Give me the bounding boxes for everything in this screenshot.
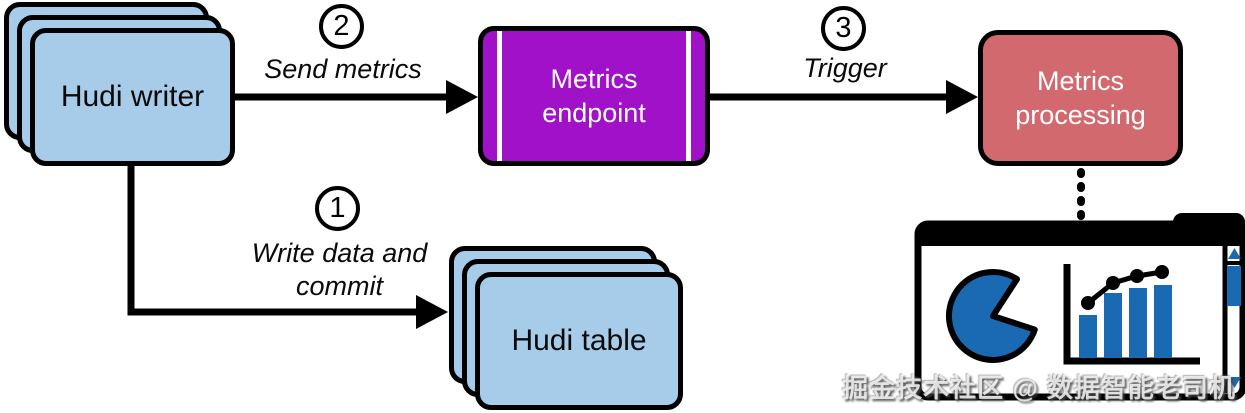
scroll-down-icon: [1228, 377, 1241, 388]
trend-dot: [1155, 265, 1169, 279]
scrollbar-thumb: [1227, 266, 1241, 306]
step-2-label: Send metrics: [264, 54, 422, 84]
step-3-badge: 3: [821, 6, 866, 51]
node-label: Metrics processing: [1015, 66, 1146, 130]
node-label: Metrics endpoint: [542, 64, 646, 128]
arrow-elbow-line: [127, 164, 420, 316]
queue-stripe-icon: [686, 31, 691, 161]
watermark-text: 掘金技术社区 @ 数据智能老司机: [842, 373, 1236, 403]
bar-3: [1129, 288, 1147, 358]
step-3-label: Trigger: [803, 53, 887, 83]
scroll-up-icon: [1228, 248, 1241, 259]
node-label: Hudi table: [511, 324, 647, 357]
node-hudi-table: Hudi table: [475, 272, 683, 410]
bar-chart-axes: [1063, 264, 1200, 365]
arrow-send-metrics: [235, 80, 478, 114]
window-title-bar: [918, 224, 1243, 246]
step-number: 2: [333, 10, 350, 42]
arrow-write-commit: [127, 164, 448, 329]
trend-dot: [1130, 269, 1144, 283]
trend-dot: [1106, 276, 1120, 290]
step-2-badge: 2: [319, 4, 364, 49]
trend-dot: [1081, 296, 1095, 310]
bar-1: [1079, 315, 1097, 358]
bar-4: [1154, 285, 1172, 358]
step-number: 1: [329, 192, 346, 224]
queue-stripe-icon: [497, 31, 502, 161]
pie-chart-icon: [945, 269, 1038, 363]
step-1-badge: 1: [315, 186, 360, 231]
arrowhead-icon: [946, 80, 978, 114]
node-metrics-processing: Metrics processing: [978, 30, 1183, 166]
arrow-trigger: [710, 80, 978, 114]
dashboard-illustration: [914, 213, 1245, 401]
node-label: Hudi writer: [60, 80, 205, 113]
bar-2: [1104, 293, 1122, 358]
step-1-label: Write data and commit: [251, 238, 428, 301]
node-metrics-endpoint: Metrics endpoint: [478, 26, 710, 166]
trend-line: [1086, 269, 1163, 305]
step-number: 3: [835, 12, 852, 44]
arrowhead-icon: [416, 295, 448, 329]
arrowhead-icon: [446, 80, 478, 114]
node-hudi-writer: Hudi writer: [30, 28, 235, 166]
